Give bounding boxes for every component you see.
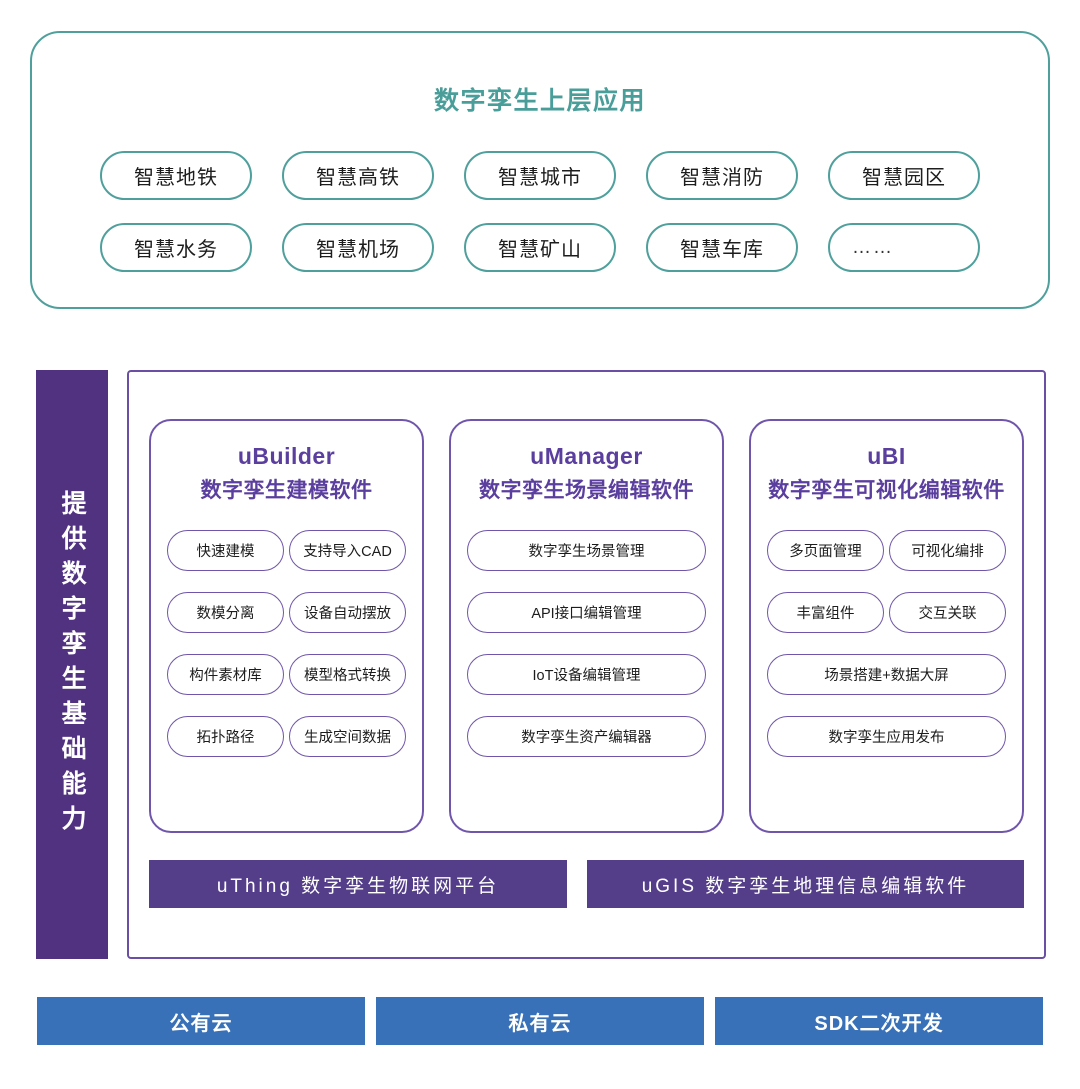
product-card-umanager: uManager 数字孪生场景编辑软件 数字孪生场景管理 API接口编辑管理 I… bbox=[449, 419, 724, 833]
product-card-ubi: uBI 数字孪生可视化编辑软件 多页面管理 可视化编排 丰富组件 交互关联 场景… bbox=[749, 419, 1024, 833]
product-card-ubi-name-cn: 数字孪生可视化编辑软件 bbox=[768, 479, 1005, 502]
applications-panel: 数字孪生上层应用 智慧地铁 智慧高铁 智慧城市 智慧消防 智慧园区 智慧水务 智… bbox=[30, 31, 1050, 309]
application-pill-smart-airport[interactable]: 智慧机场 bbox=[282, 223, 434, 272]
applications-row-2: 智慧水务 智慧机场 智慧矿山 智慧车库 …… bbox=[100, 223, 980, 272]
feature-pill-cad-import[interactable]: 支持导入CAD bbox=[289, 530, 406, 571]
feature-pill-auto-device-placement[interactable]: 设备自动摆放 bbox=[289, 592, 406, 633]
capability-frame: uBuilder 数字孪生建模软件 快速建模 支持导入CAD 数模分离 设备自动… bbox=[127, 370, 1046, 959]
feature-pill-multi-page-management[interactable]: 多页面管理 bbox=[767, 530, 884, 571]
deployment-bar-private-cloud[interactable]: 私有云 bbox=[376, 997, 704, 1045]
capability-section: 提供数字孪生基础能力 uBuilder 数字孪生建模软件 快速建模 支持导入CA… bbox=[36, 370, 1046, 960]
feature-pill-rapid-modeling[interactable]: 快速建模 bbox=[167, 530, 284, 571]
feature-pill-model-format-conversion[interactable]: 模型格式转换 bbox=[289, 654, 406, 695]
application-pill-smart-highspeed-rail[interactable]: 智慧高铁 bbox=[282, 151, 434, 200]
product-card-umanager-name-en: uManager bbox=[530, 443, 643, 469]
application-pill-smart-city[interactable]: 智慧城市 bbox=[464, 151, 616, 200]
feature-pill-scene-build-data-screen[interactable]: 场景搭建+数据大屏 bbox=[767, 654, 1006, 695]
application-pill-smart-garage[interactable]: 智慧车库 bbox=[646, 223, 798, 272]
feature-pill-component-library[interactable]: 构件素材库 bbox=[167, 654, 284, 695]
product-card-umanager-features: 数字孪生场景管理 API接口编辑管理 IoT设备编辑管理 数字孪生资产编辑器 bbox=[467, 530, 706, 757]
applications-row-1: 智慧地铁 智慧高铁 智慧城市 智慧消防 智慧园区 bbox=[100, 151, 980, 200]
product-card-ubi-name-en: uBI bbox=[867, 443, 906, 469]
feature-pill-scene-management[interactable]: 数字孪生场景管理 bbox=[467, 530, 706, 571]
deployment-bar-sdk[interactable]: SDK二次开发 bbox=[715, 997, 1043, 1045]
deployment-bar-public-cloud[interactable]: 公有云 bbox=[37, 997, 365, 1045]
application-pill-smart-park[interactable]: 智慧园区 bbox=[828, 151, 980, 200]
feature-pill-visual-orchestration[interactable]: 可视化编排 bbox=[889, 530, 1006, 571]
feature-pill-api-edit-management[interactable]: API接口编辑管理 bbox=[467, 592, 706, 633]
product-card-ubi-features: 多页面管理 可视化编排 丰富组件 交互关联 场景搭建+数据大屏 数字孪生应用发布 bbox=[767, 530, 1006, 757]
applications-rows: 智慧地铁 智慧高铁 智慧城市 智慧消防 智慧园区 智慧水务 智慧机场 智慧矿山 … bbox=[32, 151, 1048, 272]
product-card-ubuilder-name-cn: 数字孪生建模软件 bbox=[200, 479, 373, 502]
feature-pill-model-data-separation[interactable]: 数模分离 bbox=[167, 592, 284, 633]
product-card-ubuilder-name-en: uBuilder bbox=[237, 443, 336, 469]
feature-pill-rich-components[interactable]: 丰富组件 bbox=[767, 592, 884, 633]
feature-pill-iot-device-edit-management[interactable]: IoT设备编辑管理 bbox=[467, 654, 706, 695]
platform-bar-uthing[interactable]: uThing 数字孪生物联网平台 bbox=[149, 860, 567, 908]
deployment-bars: 公有云 私有云 SDK二次开发 bbox=[37, 997, 1043, 1045]
application-pill-smart-mine[interactable]: 智慧矿山 bbox=[464, 223, 616, 272]
product-card-umanager-name-cn: 数字孪生场景编辑软件 bbox=[479, 479, 694, 502]
application-pill-more[interactable]: …… bbox=[828, 223, 980, 272]
application-pill-smart-firefighting[interactable]: 智慧消防 bbox=[646, 151, 798, 200]
feature-pill-app-publishing[interactable]: 数字孪生应用发布 bbox=[767, 716, 1006, 757]
capability-side-band-label: 提供数字孪生基础能力 bbox=[58, 489, 87, 840]
product-card-ubuilder: uBuilder 数字孪生建模软件 快速建模 支持导入CAD 数模分离 设备自动… bbox=[149, 419, 424, 833]
feature-pill-topology-path[interactable]: 拓扑路径 bbox=[167, 716, 284, 757]
feature-pill-interaction-linkage[interactable]: 交互关联 bbox=[889, 592, 1006, 633]
feature-pill-asset-editor[interactable]: 数字孪生资产编辑器 bbox=[467, 716, 706, 757]
feature-pill-generate-spatial-data[interactable]: 生成空间数据 bbox=[289, 716, 406, 757]
product-card-ubuilder-features: 快速建模 支持导入CAD 数模分离 设备自动摆放 构件素材库 模型格式转换 拓扑… bbox=[167, 530, 406, 757]
platform-bar-ugis[interactable]: uGIS 数字孪生地理信息编辑软件 bbox=[587, 860, 1024, 908]
application-pill-smart-metro[interactable]: 智慧地铁 bbox=[100, 151, 252, 200]
capability-side-band: 提供数字孪生基础能力 bbox=[36, 370, 108, 959]
platform-bars: uThing 数字孪生物联网平台 uGIS 数字孪生地理信息编辑软件 bbox=[129, 833, 1044, 908]
applications-title: 数字孪生上层应用 bbox=[433, 87, 646, 115]
application-pill-smart-water[interactable]: 智慧水务 bbox=[100, 223, 252, 272]
product-cards: uBuilder 数字孪生建模软件 快速建模 支持导入CAD 数模分离 设备自动… bbox=[129, 372, 1044, 833]
